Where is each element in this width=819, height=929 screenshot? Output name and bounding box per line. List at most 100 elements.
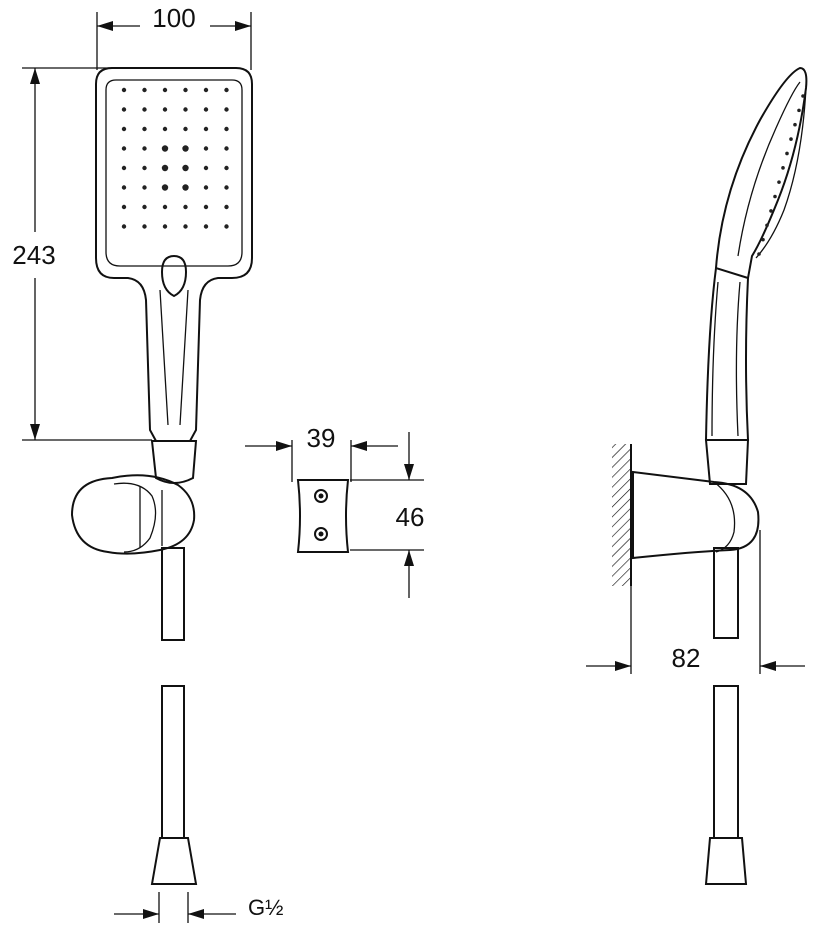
bracket-screw-bottom	[314, 527, 328, 541]
shower-head-side-inner	[737, 81, 801, 257]
spray-nozzle	[224, 107, 229, 112]
spray-nozzle	[182, 164, 189, 172]
dim-bracket-width: 39	[245, 423, 398, 482]
spray-nozzle	[203, 224, 209, 229]
spray-nozzle	[142, 146, 147, 151]
spray-nozzle	[142, 204, 147, 210]
bracket-holder-lines	[139, 486, 163, 548]
side-view	[612, 66, 808, 885]
bracket-screw-top	[314, 489, 328, 503]
hose-end-nut-side	[704, 837, 748, 885]
handle-inner-lines	[159, 289, 189, 426]
shower-head-outline	[95, 67, 253, 442]
spray-nozzle	[183, 107, 188, 112]
spray-nozzle	[121, 87, 127, 93]
hose-end-nut	[150, 837, 198, 885]
spray-nozzle	[183, 204, 188, 210]
spray-nozzle	[203, 146, 209, 151]
spray-nozzles-side	[757, 94, 805, 256]
spray-nozzle-side	[785, 151, 789, 156]
spray-nozzle-side	[781, 166, 785, 170]
spray-nozzle-side	[761, 237, 765, 242]
bracket-detail-outline	[296, 479, 350, 553]
bracket-detail-view	[296, 479, 350, 553]
spray-nozzle-side	[769, 209, 773, 213]
spray-nozzle	[203, 185, 209, 190]
wall-bracket-front-inner	[113, 482, 157, 553]
spray-nozzle-side	[773, 194, 777, 199]
spray-nozzle	[183, 87, 188, 93]
hose-upper	[161, 547, 185, 641]
spray-nozzle	[142, 126, 147, 132]
spray-nozzle	[121, 165, 127, 171]
spray-nozzle-side	[789, 137, 793, 141]
spray-nozzle	[162, 87, 168, 93]
shower-head-side-outline	[715, 66, 808, 279]
dim-bracket-height-label: 46	[396, 502, 425, 532]
wall-bracket-front	[70, 474, 196, 555]
spray-nozzles	[121, 87, 229, 229]
dim-bracket-height: 46	[350, 432, 424, 598]
wall-bracket-side	[632, 470, 760, 560]
spray-nozzle	[203, 126, 209, 132]
spray-nozzle	[224, 224, 229, 229]
spray-nozzle	[203, 107, 209, 112]
spray-nozzle	[224, 87, 229, 93]
dim-wall-projection: 82	[586, 530, 805, 674]
spray-nozzle	[182, 145, 189, 152]
spray-nozzle	[224, 204, 229, 210]
spray-nozzle	[203, 87, 209, 93]
spray-nozzle	[183, 224, 188, 229]
shower-face-inner	[105, 79, 243, 267]
dim-total-height-label: 243	[12, 240, 55, 270]
spray-nozzle	[224, 126, 229, 132]
handle-side-inner-lines	[711, 281, 741, 437]
wall-hatch	[612, 444, 630, 586]
dim-head-width-label: 100	[152, 3, 195, 33]
hose-connector-side	[704, 439, 750, 485]
spray-nozzle	[121, 126, 127, 132]
spray-nozzle	[121, 107, 127, 112]
spray-nozzle	[142, 224, 147, 229]
spray-nozzle	[224, 185, 229, 190]
spray-nozzle	[224, 165, 229, 171]
spray-nozzle-side	[797, 108, 801, 113]
spray-nozzle	[142, 87, 147, 93]
spray-nozzle	[121, 224, 127, 229]
spray-nozzle	[203, 165, 209, 171]
dim-wall-projection-label: 82	[672, 643, 701, 673]
dim-bracket-width-label: 39	[307, 423, 336, 453]
hose-upper-side	[713, 547, 739, 639]
mode-button-icon	[160, 254, 188, 298]
wall-bracket-side-inner	[713, 481, 736, 553]
spray-nozzle	[121, 185, 127, 190]
spray-nozzle	[121, 146, 127, 151]
spray-nozzle	[162, 126, 168, 132]
spray-nozzle	[162, 224, 168, 229]
spray-nozzle	[142, 185, 147, 190]
dim-thread: G½	[114, 892, 283, 923]
spray-nozzle-side	[793, 122, 797, 127]
hose-lower-side	[713, 685, 739, 839]
spray-nozzle	[142, 165, 147, 171]
dim-head-width: 100	[96, 3, 252, 70]
dim-thread-label: G½	[248, 895, 283, 920]
spray-nozzle	[161, 164, 169, 172]
front-view	[70, 67, 253, 885]
spray-nozzle	[203, 204, 209, 210]
spray-nozzle	[142, 107, 147, 112]
spray-nozzle	[121, 204, 127, 210]
spray-nozzle	[182, 184, 189, 191]
spray-nozzle	[161, 184, 169, 191]
spray-nozzle-side	[777, 180, 781, 184]
spray-nozzle-side	[765, 223, 769, 228]
spray-face-side	[755, 87, 807, 259]
spray-nozzle	[161, 145, 169, 152]
spray-nozzle	[183, 126, 188, 132]
spray-nozzle	[162, 107, 168, 112]
hose-connector	[150, 440, 198, 484]
spray-nozzle	[162, 204, 168, 210]
hose-lower	[161, 685, 185, 839]
spray-nozzle-side	[757, 252, 761, 256]
